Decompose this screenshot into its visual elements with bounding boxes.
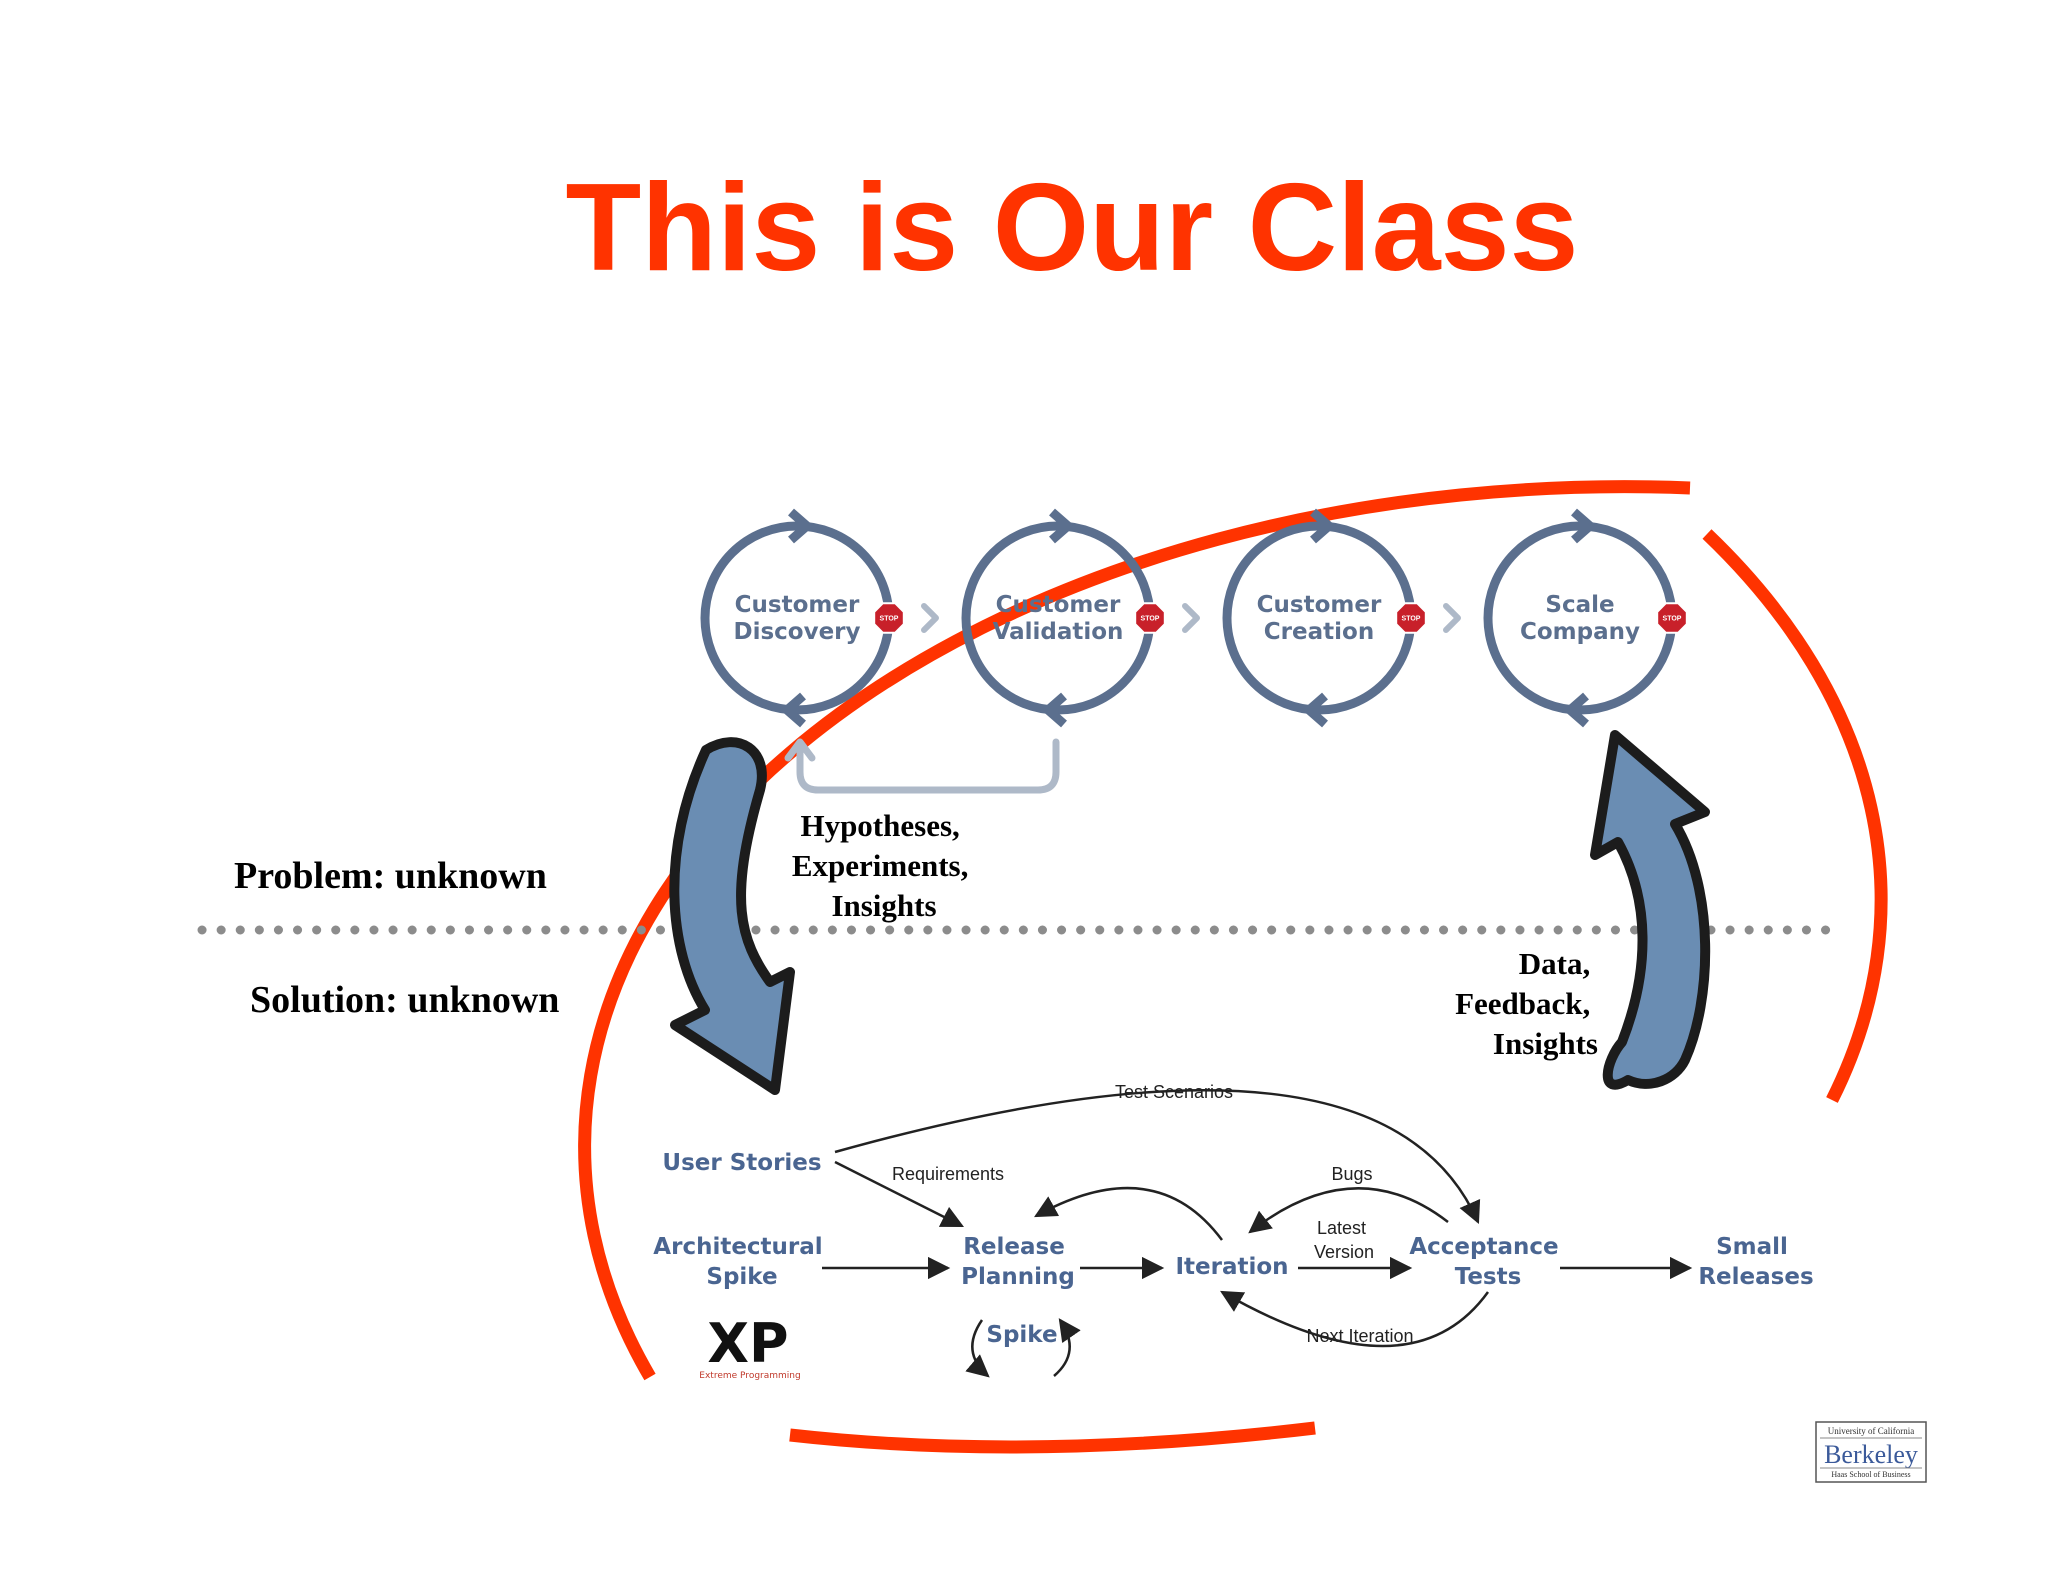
cycle-ring: [1483, 521, 1677, 715]
data-feedback-line-2: Feedback,: [1455, 986, 1590, 1021]
next-phase-chevron-icon: [1182, 603, 1200, 633]
cycle-chevron-icon: [1049, 508, 1073, 544]
hypotheses-line-2: Experiments,: [792, 848, 969, 883]
label-requirements: Requirements: [892, 1164, 1004, 1184]
xp-edges: [822, 1089, 1693, 1378]
cycle-chevron-icon: [782, 692, 806, 728]
validation-feedback-loop: [784, 738, 1060, 794]
phase-label-line: Validation: [993, 619, 1124, 645]
node-acceptance-tests: Acceptance Tests: [1409, 1234, 1566, 1290]
xp-logo: XP Extreme Programming: [699, 1312, 800, 1381]
data-feedback-label: Data, Feedback, Insights: [1455, 946, 1598, 1061]
xp-logo-caption: Extreme Programming: [699, 1371, 800, 1381]
xp-logo-mark: XP: [707, 1312, 788, 1375]
big-down-arrow: [669, 737, 795, 1095]
berkeley-logo: University of California Berkeley Haas S…: [1815, 1421, 1927, 1483]
node-release-planning: Release Planning: [961, 1234, 1075, 1290]
big-up-arrow: [1590, 730, 1711, 1090]
svg-text:STOP: STOP: [880, 616, 899, 623]
slide-title: This is Our Class: [565, 159, 1578, 297]
label-bugs: Bugs: [1331, 1164, 1372, 1184]
hypotheses-line-3: Insights: [831, 888, 936, 923]
edge-bugs: [1248, 1187, 1449, 1234]
berkeley-line-1: University of California: [1828, 1426, 1914, 1436]
label-next-iteration: Next Iteration: [1306, 1326, 1413, 1346]
node-user-stories: User Stories: [662, 1150, 821, 1176]
edge-spike-loop-right: [1053, 1318, 1081, 1377]
next-phase-chevron-icon: [1443, 603, 1461, 633]
node-small-releases: Small Releases: [1698, 1234, 1813, 1290]
edge-test-scenarios: [834, 1089, 1481, 1225]
stop-sign-icon: STOP: [1656, 602, 1688, 634]
cycle-chevron-icon: [1043, 692, 1067, 728]
phase-label-line: Customer: [996, 592, 1121, 618]
data-feedback-line-3: Insights: [1493, 1026, 1598, 1061]
cycle-chevron-icon: [788, 508, 812, 544]
edge-requirements: [834, 1160, 965, 1228]
cycle-chevron-icon: [1571, 508, 1595, 544]
hypotheses-line-1: Hypotheses,: [800, 808, 959, 843]
stop-sign-icon: STOP: [1134, 602, 1166, 634]
data-feedback-line-1: Data,: [1519, 946, 1590, 981]
svg-text:STOP: STOP: [1141, 616, 1160, 623]
svg-text:STOP: STOP: [1402, 616, 1421, 623]
berkeley-line-3: Haas School of Business: [1831, 1470, 1910, 1479]
phase-label-line: Creation: [1264, 619, 1374, 645]
cycle-chevron-icon: [1304, 692, 1328, 728]
node-architectural-spike: Architectural Spike: [653, 1234, 830, 1290]
cycle-ring: [1222, 521, 1416, 715]
stop-sign-icon: STOP: [1395, 602, 1427, 634]
solution-label: Solution: unknown: [250, 979, 559, 1021]
xp-nodes: User Stories Architectural Spike Release…: [653, 1150, 1813, 1348]
node-iteration: Iteration: [1175, 1254, 1288, 1280]
problem-label: Problem: unknown: [234, 855, 547, 897]
phase-label-line: Scale: [1545, 592, 1614, 618]
edge-spike-loop-left: [965, 1319, 990, 1378]
xp-edge-labels: Test Scenarios Requirements Bugs Latest …: [892, 1082, 1414, 1346]
cycle-ring: [700, 521, 894, 715]
berkeley-line-2: Berkeley: [1824, 1440, 1918, 1469]
next-phase-chevron-icon: [921, 603, 939, 633]
hypotheses-label: Hypotheses, Experiments, Insights: [792, 808, 976, 923]
phase-label-line: Discovery: [733, 619, 860, 645]
phase-label-line: Customer: [735, 592, 860, 618]
node-spike: Spike: [986, 1322, 1057, 1348]
phase-label-line: Customer: [1257, 592, 1382, 618]
svg-text:STOP: STOP: [1663, 616, 1682, 623]
cycle-chevron-icon: [1565, 692, 1589, 728]
label-test-scenarios: Test Scenarios: [1115, 1082, 1233, 1102]
phase-label-line: Company: [1520, 619, 1640, 645]
edge-next-iteration: [1220, 1290, 1490, 1348]
edge-iteration-to-release: [1034, 1186, 1224, 1241]
cycle-chevron-icon: [1310, 508, 1334, 544]
stop-sign-icon: STOP: [873, 602, 905, 634]
label-latest-version: Latest Version: [1314, 1218, 1374, 1262]
